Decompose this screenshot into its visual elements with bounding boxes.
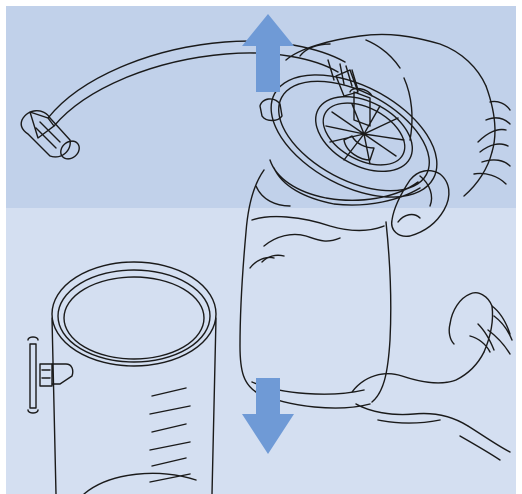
border-top <box>0 0 522 6</box>
background-lower <box>0 208 522 494</box>
border-left <box>0 0 6 494</box>
border-right <box>516 0 522 494</box>
